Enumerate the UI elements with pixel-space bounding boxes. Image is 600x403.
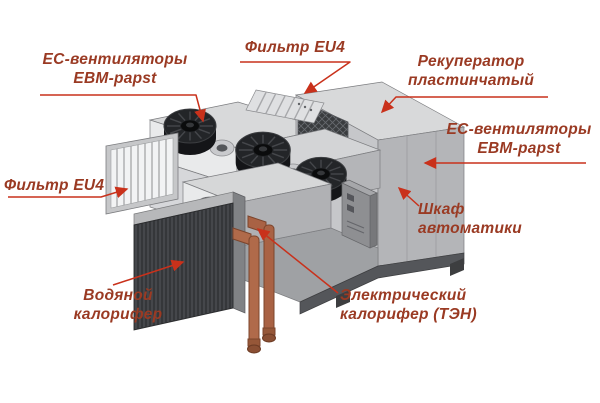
vent-dots-icon	[297, 102, 313, 112]
leader-fans-left	[40, 94, 206, 123]
foot	[450, 258, 464, 276]
automation-cabinet	[341, 179, 378, 249]
leader-recuperator	[380, 96, 548, 114]
base-frame	[299, 252, 465, 315]
leader-filter-top	[240, 61, 351, 94]
label-filter-top: Фильтр EU4	[244, 39, 346, 56]
label-water-heater: Водяной калорифер	[73, 287, 163, 324]
label-filter-left: Фильтр EU4	[4, 177, 105, 194]
top-filter-slot	[245, 89, 325, 124]
copper-pipes	[232, 215, 276, 354]
leader-cabinet	[397, 186, 420, 207]
foot	[336, 290, 350, 308]
leader-electric-heater	[256, 228, 339, 294]
leader-filter-left	[8, 186, 129, 199]
label-fans-right: ЕС-вентиляторы EBM-papst	[446, 121, 592, 158]
label-fans-left: ЕС-вентиляторы EBM-papst	[42, 51, 188, 88]
label-electric-heater: Электрический калорифер (ТЭН)	[340, 287, 477, 324]
label-cabinet: Шкаф автоматики	[418, 201, 522, 238]
leader-water-heater	[112, 259, 185, 286]
label-recuperator: Рекуператор пластинчатый	[407, 53, 535, 90]
